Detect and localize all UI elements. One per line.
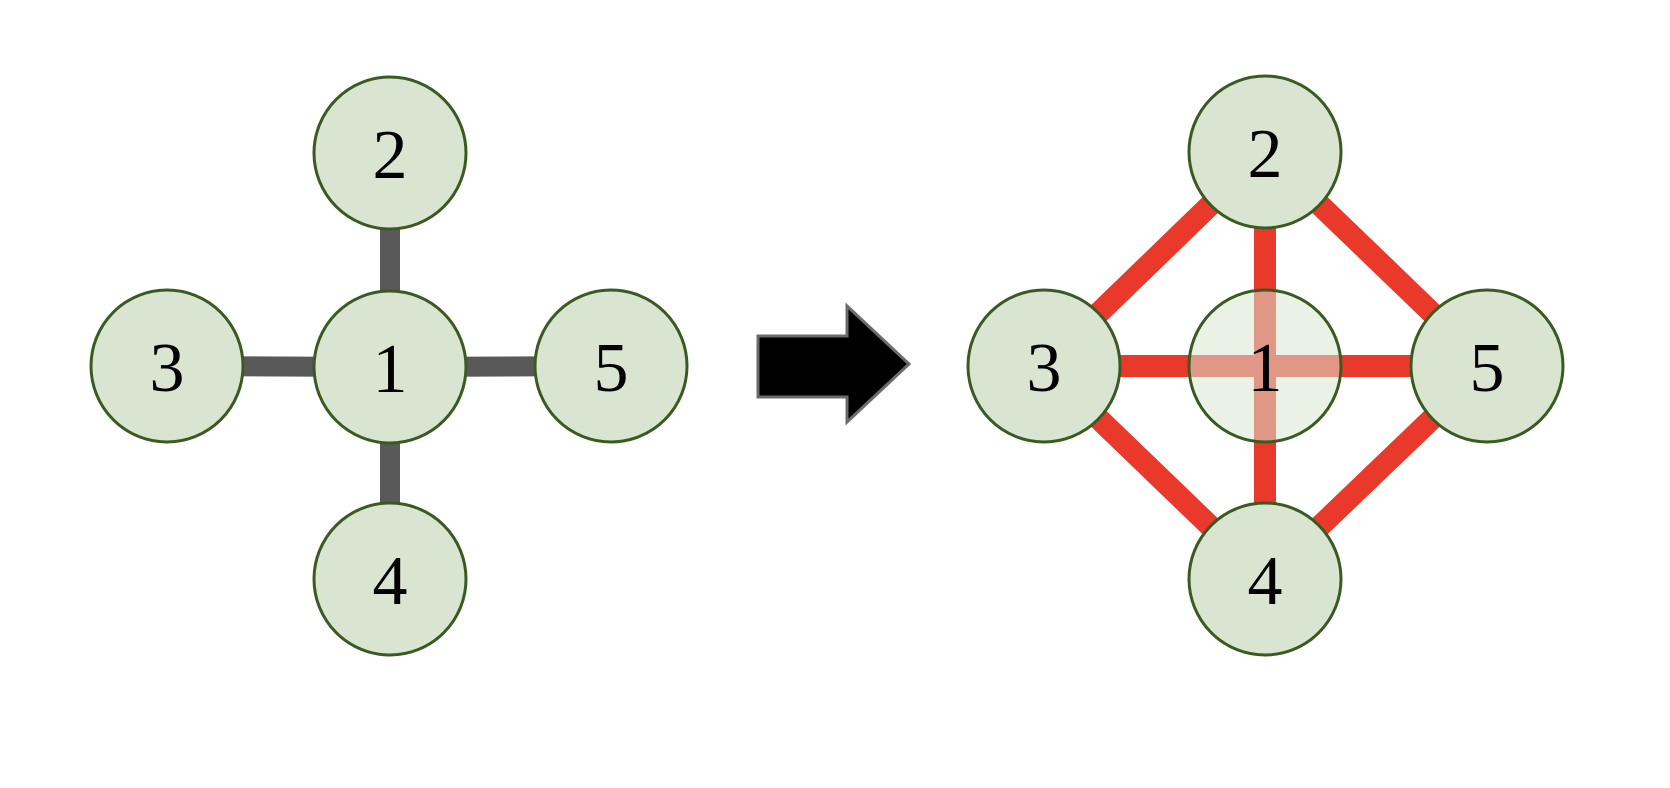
right-graph: 2 3 5 4 1 (966, 74, 1565, 657)
left-node-4-label: 4 (373, 543, 408, 620)
right-node-3 (966, 288, 1122, 444)
left-node-5 (533, 288, 689, 444)
left-node-5-label: 5 (594, 330, 629, 407)
right-node-1-label: 1 (1248, 330, 1283, 407)
left-node-1-label: 1 (373, 331, 408, 408)
left-node-2-label: 2 (373, 117, 408, 194)
right-node-3-label: 3 (1027, 330, 1062, 407)
left-node-4 (312, 501, 468, 657)
right-node-2 (1187, 74, 1343, 230)
left-node-3 (89, 288, 245, 444)
right-node-4-label: 4 (1248, 543, 1283, 620)
left-node-3-label: 3 (150, 330, 185, 407)
right-arrow-icon (756, 302, 912, 426)
left-graph: 2 3 5 4 1 (89, 75, 689, 657)
right-node-5 (1409, 288, 1565, 444)
right-node-1-faded (1187, 288, 1343, 444)
right-node-2-label: 2 (1248, 116, 1283, 193)
right-node-4 (1187, 501, 1343, 657)
right-node-5-label: 5 (1470, 330, 1505, 407)
left-node-2 (312, 75, 468, 231)
left-node-1 (312, 289, 468, 445)
